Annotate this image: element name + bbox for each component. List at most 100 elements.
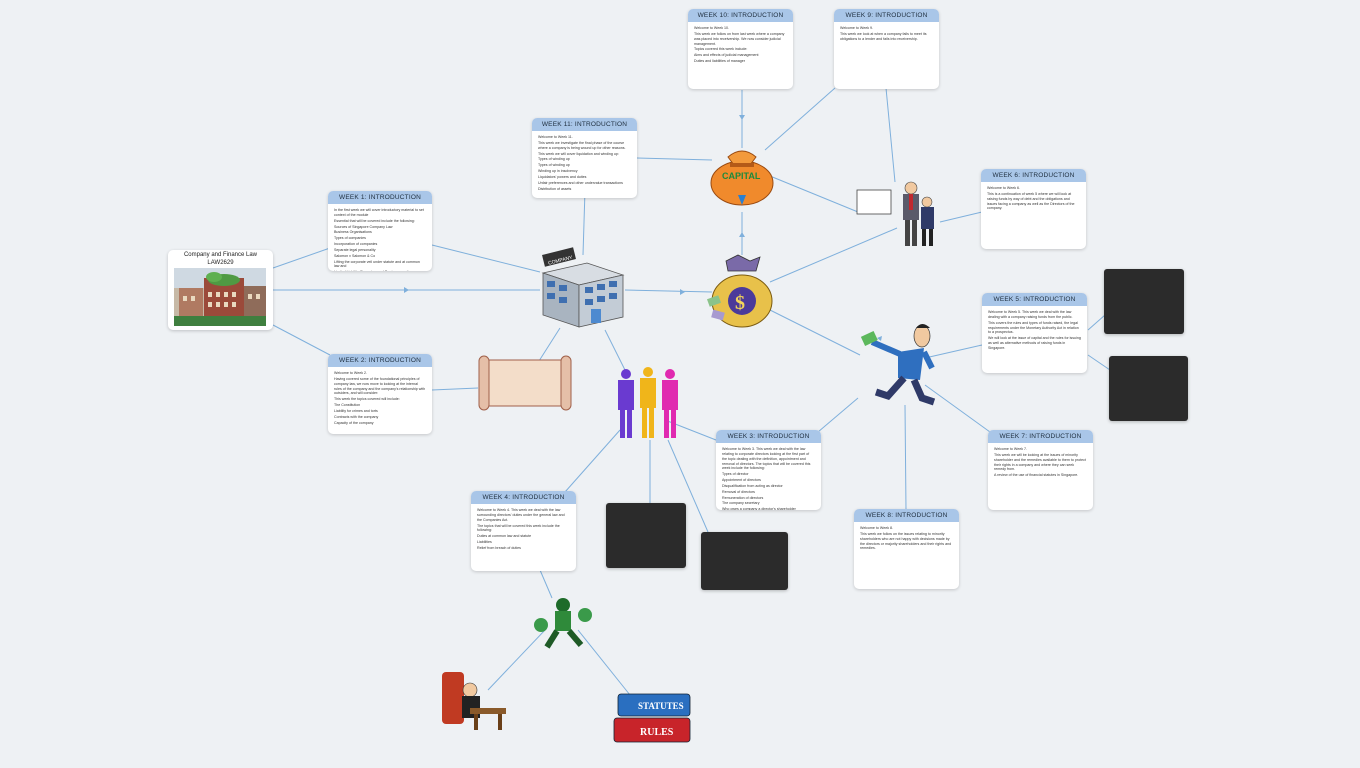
card-line: Who owes a company a director's sharehol… <box>722 507 796 510</box>
card-body: Welcome to Week 10.This week we follow o… <box>688 22 793 69</box>
card-line: Welcome to Week 4. This week we deal wit… <box>477 508 565 522</box>
card-line: The company secretary <box>722 501 760 506</box>
image-placeholder[interactable] <box>701 532 788 590</box>
card-body: Welcome to Week 7.This week we will be l… <box>988 443 1093 483</box>
card-title: WEEK 2: INTRODUCTION <box>328 354 432 367</box>
statutes-rules-books-icon[interactable]: STATUTES RULES <box>612 690 696 748</box>
card-line: Welcome to Week 6. <box>987 186 1021 190</box>
week-3-card[interactable]: WEEK 3: INTRODUCTION Welcome to Week 3. T… <box>716 430 821 510</box>
card-line: Unfair preferences and other undervalue … <box>538 180 623 185</box>
image-placeholder[interactable] <box>606 503 686 568</box>
card-title: WEEK 9: INTRODUCTION <box>834 9 939 22</box>
root-code: LAW2629 <box>207 259 234 266</box>
card-line: In the first week we will cover introduc… <box>334 208 424 217</box>
judge-icon[interactable] <box>440 668 508 732</box>
card-title: WEEK 5: INTRODUCTION <box>982 293 1087 306</box>
card-title: WEEK 11: INTRODUCTION <box>532 118 637 131</box>
card-title: WEEK 10: INTRODUCTION <box>688 9 793 22</box>
week-2-card[interactable]: WEEK 2: INTRODUCTION Welcome to Week 2.Ha… <box>328 354 432 434</box>
card-line: The Constitution <box>334 403 361 408</box>
card-line: Capacity of the company <box>334 420 374 425</box>
card-line: Essential that will be covered include t… <box>334 218 415 223</box>
card-line: Welcome to Week 3. This week we deal wit… <box>722 447 811 471</box>
company-building-icon[interactable]: COMPANY <box>535 245 630 330</box>
card-line: Types of winding up <box>538 157 570 162</box>
card-line: Relief from breach of duties <box>477 545 521 550</box>
card-line: This week we follow on the issues relati… <box>860 531 952 551</box>
card-line: Types of winding up <box>538 163 570 168</box>
card-line: Incorporation of companies <box>334 242 378 247</box>
statutes-label: STATUTES <box>638 701 684 711</box>
card-line: Topics covered this week include: <box>694 47 748 52</box>
root-node-company-finance-law[interactable]: Company and Finance Law LAW2629 <box>168 250 273 330</box>
card-body: Welcome to Week 5. This week we deal wit… <box>982 306 1087 356</box>
card-line: This week the topics covered will includ… <box>334 397 400 402</box>
card-title: WEEK 7: INTRODUCTION <box>988 430 1093 443</box>
card-line: We will look at the issue of capital and… <box>988 336 1081 350</box>
week-4-card[interactable]: WEEK 4: INTRODUCTION Welcome to Week 4. T… <box>471 491 576 571</box>
card-line: The topics that will be covered this wee… <box>477 523 560 533</box>
week-1-card[interactable]: WEEK 1: INTRODUCTION In the first week we… <box>328 191 432 271</box>
three-people-icon[interactable] <box>612 366 682 444</box>
card-line: Welcome to Week 10. <box>694 26 730 30</box>
dollar-sign: $ <box>735 292 745 314</box>
card-line: Types of companies <box>334 236 366 241</box>
running-man-money-icon[interactable] <box>858 322 940 410</box>
card-line: A review of the use of financial statute… <box>994 473 1079 478</box>
card-line: Welcome to Week 9. <box>840 26 874 30</box>
card-line: Separate legal personality <box>334 247 376 252</box>
card-title: WEEK 6: INTRODUCTION <box>981 169 1086 182</box>
businessmen-sign-icon[interactable] <box>855 180 945 250</box>
card-title: WEEK 1: INTRODUCTION <box>328 191 432 204</box>
card-title: WEEK 3: INTRODUCTION <box>716 430 821 443</box>
image-placeholder[interactable] <box>1104 269 1184 334</box>
card-line: Welcome to Week 11. <box>538 135 573 139</box>
card-line: Winding up in insolvency <box>538 169 578 174</box>
root-title: Company and Finance Law <box>183 252 258 258</box>
card-line: Having covered some of the foundational … <box>334 376 426 396</box>
card-line: Limited Liability, Promoters and Pre-inc… <box>334 270 426 271</box>
card-line: Disqualification from acting as director <box>722 483 783 488</box>
card-line: Welcome to Week 2. <box>334 371 368 375</box>
card-body: Welcome to Week 9.This week we look at w… <box>834 22 939 47</box>
card-body: Welcome to Week 4. This week we deal wit… <box>471 504 576 556</box>
card-line: Duties and liabilities of manager <box>694 59 745 64</box>
scroll-icon[interactable] <box>475 350 575 416</box>
card-line: This week we will be looking at the issu… <box>994 452 1086 472</box>
card-line: Distribution of assets <box>538 186 572 191</box>
card-line: This week we follow on from last week wh… <box>694 31 785 46</box>
card-line: Liabilities <box>477 540 492 545</box>
card-line: Salomon v Salomon & Co <box>334 253 376 258</box>
card-line: Liquidators' powers and duties <box>538 174 587 179</box>
thief-money-bags-icon[interactable] <box>533 595 593 651</box>
card-line: This week we will cover liquidation and … <box>538 151 619 156</box>
rules-label: RULES <box>640 727 674 738</box>
card-line: Contracts with the company <box>334 414 379 419</box>
card-line: Types of director <box>722 472 749 477</box>
money-bag-icon[interactable]: $ <box>706 253 778 331</box>
card-line: Appointment of directors <box>722 478 761 483</box>
card-line: Sources of Singapore Company Law <box>334 224 393 229</box>
card-line: Removal of directors <box>722 489 755 494</box>
card-title: WEEK 4: INTRODUCTION <box>471 491 576 504</box>
week-5-card[interactable]: WEEK 5: INTRODUCTION Welcome to Week 5. T… <box>982 293 1087 373</box>
card-body: Welcome to Week 6.This is a continuation… <box>981 182 1086 216</box>
card-line: Welcome to Week 7. <box>994 447 1028 451</box>
card-line: Welcome to Week 5. This week we deal wit… <box>988 310 1073 319</box>
card-body: Welcome to Week 11.This week we investig… <box>532 131 637 196</box>
card-line: Duties at common law and statute <box>477 534 532 539</box>
card-line: Aims and effects of judicial management <box>694 53 759 58</box>
week-8-card[interactable]: WEEK 8: INTRODUCTION Welcome to Week 8.Th… <box>854 509 959 589</box>
capital-bag-icon[interactable]: CAPITAL <box>708 143 776 213</box>
capital-label: CAPITAL <box>722 171 761 181</box>
card-title: WEEK 8: INTRODUCTION <box>854 509 959 522</box>
card-line: Welcome to Week 8. <box>860 526 894 530</box>
card-line: Liability for crimes and torts <box>334 408 378 413</box>
image-placeholder[interactable] <box>1109 356 1188 421</box>
